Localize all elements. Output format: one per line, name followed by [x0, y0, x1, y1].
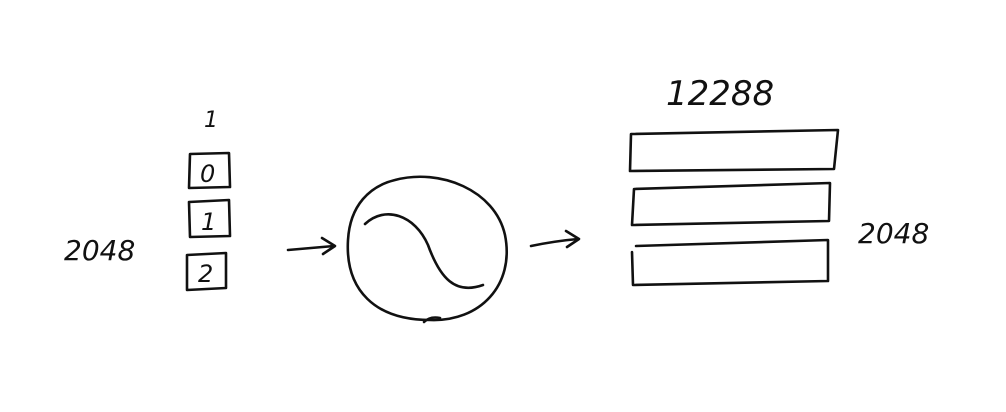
token-box-1: 1 — [187, 198, 232, 239]
token-box-0: 0 — [187, 151, 232, 190]
input-width-label: 1 — [204, 108, 218, 133]
input-height-label: 2048 — [64, 234, 135, 267]
right-arrow-icon — [286, 236, 337, 256]
output-row-1 — [628, 128, 840, 173]
output-row-2 — [630, 181, 832, 227]
token-label-0: 0 — [200, 160, 215, 188]
token-label-2: 2 — [198, 260, 213, 288]
output-width-label: 12288 — [666, 74, 774, 114]
sine-wave-circle-icon — [346, 175, 508, 324]
output-row-3 — [630, 238, 830, 287]
token-label-1: 1 — [201, 208, 216, 236]
token-box-2: 2 — [185, 251, 228, 292]
right-arrow-icon — [529, 229, 581, 249]
output-height-label: 2048 — [858, 217, 929, 250]
